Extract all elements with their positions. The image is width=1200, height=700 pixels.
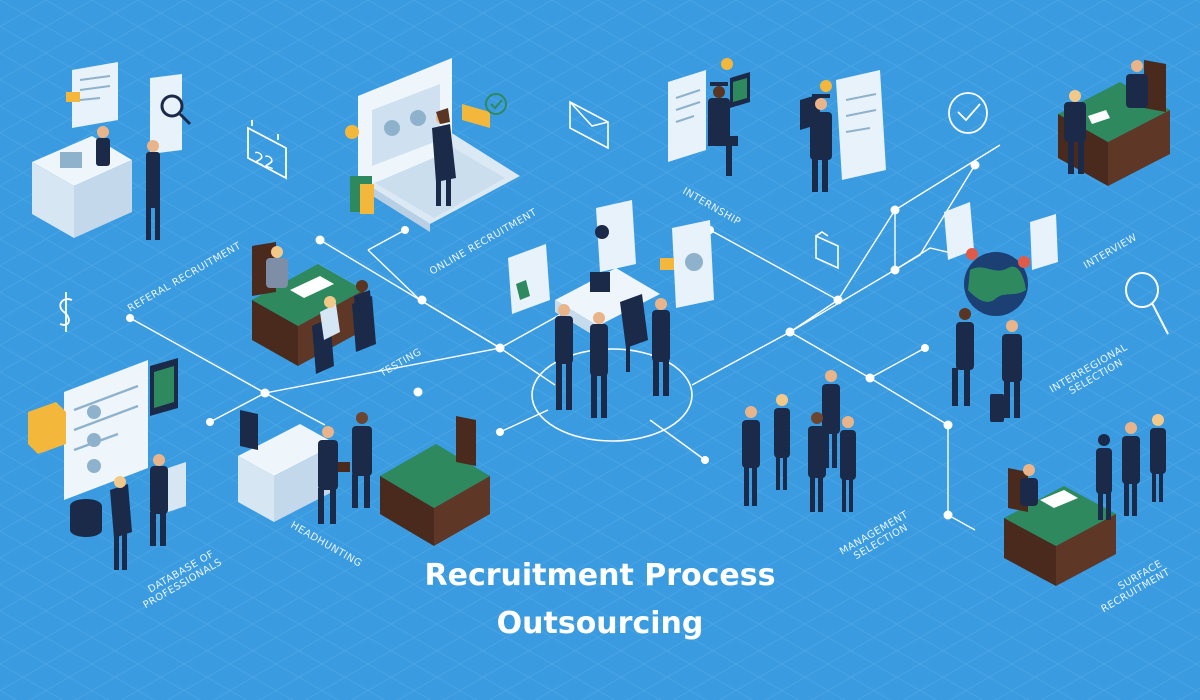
online-recruitment-scene	[345, 58, 520, 232]
title-line-2: Outsourcing	[496, 606, 704, 641]
connector-nodes	[126, 160, 980, 520]
calendar-day: 22	[254, 148, 274, 174]
checkmark-bubble-icon	[485, 93, 507, 115]
interview-scene	[1058, 60, 1170, 186]
interregional-selection-scene	[944, 202, 1058, 422]
testing-scene	[252, 242, 376, 374]
globe-icon	[964, 252, 1028, 316]
title-line-1: Recruitment Process	[424, 558, 776, 593]
referral-recruitment-scene	[32, 62, 192, 240]
database-scene	[28, 358, 186, 570]
calendar-icon	[247, 120, 287, 180]
folder-icon	[815, 231, 839, 270]
magnifier-icon	[1125, 272, 1169, 335]
management-selection-scene	[742, 370, 856, 512]
lightbulb-icon	[345, 125, 359, 139]
page-title: Recruitment Process Outsourcing	[350, 552, 850, 648]
dollar-icon	[59, 292, 73, 332]
headhunting-scene	[238, 410, 490, 546]
central-hub-ring	[531, 348, 693, 442]
surface-recruitment-scene	[1004, 414, 1166, 586]
central-handshake-scene	[508, 200, 714, 418]
envelope-icon	[569, 100, 609, 150]
internship-scene	[668, 58, 886, 192]
checkmark-icon	[948, 92, 988, 134]
